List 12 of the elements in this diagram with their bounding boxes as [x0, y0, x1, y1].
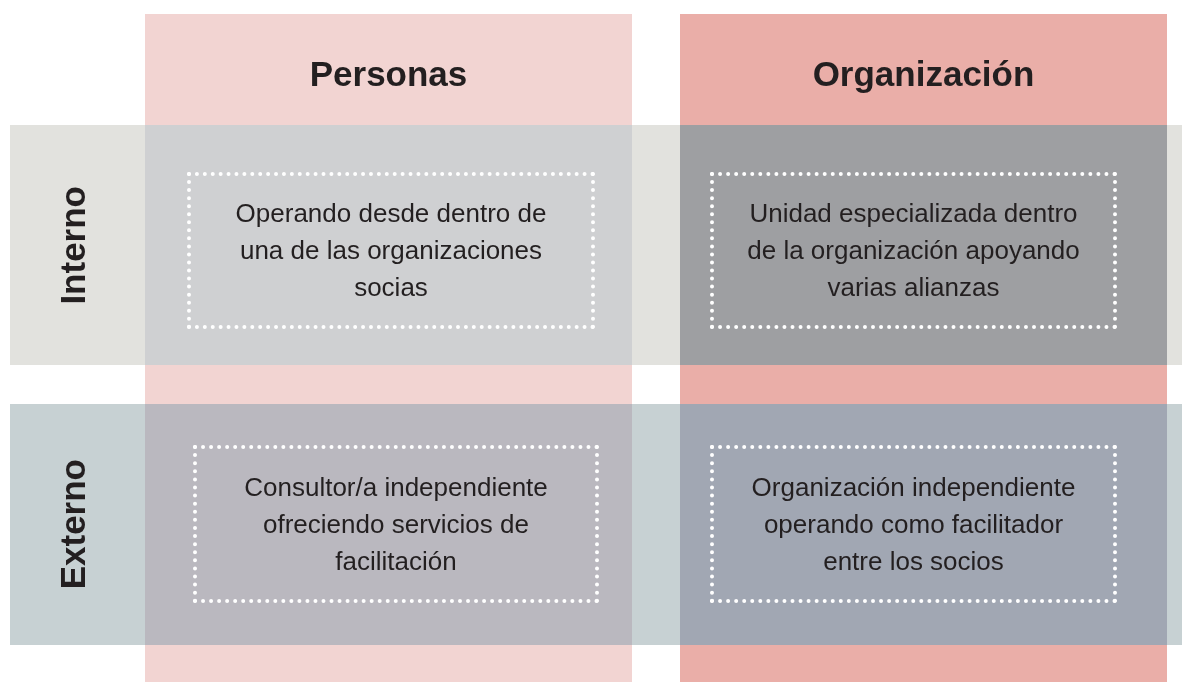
- dotted-box: [193, 445, 599, 603]
- cell-text: Consultor/a independiente ofreciendo servicios de facilitación: [243, 470, 549, 578]
- cell-text: Unidad especializada dentro de la organización apoyando varias alianzas: [746, 197, 1081, 304]
- row-heading: Interno: [53, 185, 93, 305]
- column-heading: Organización: [811, 54, 1036, 94]
- column-heading: Personas: [308, 54, 469, 94]
- cell-text: Organización independiente operando como facilitador entre los socios: [750, 470, 1077, 578]
- cell-text: Operando desde dentro de una de las organizaciones socias: [234, 197, 548, 304]
- dotted-box: [187, 172, 595, 329]
- dotted-box: [710, 172, 1117, 329]
- row-heading: Externo: [53, 459, 93, 590]
- dotted-box: [710, 445, 1117, 603]
